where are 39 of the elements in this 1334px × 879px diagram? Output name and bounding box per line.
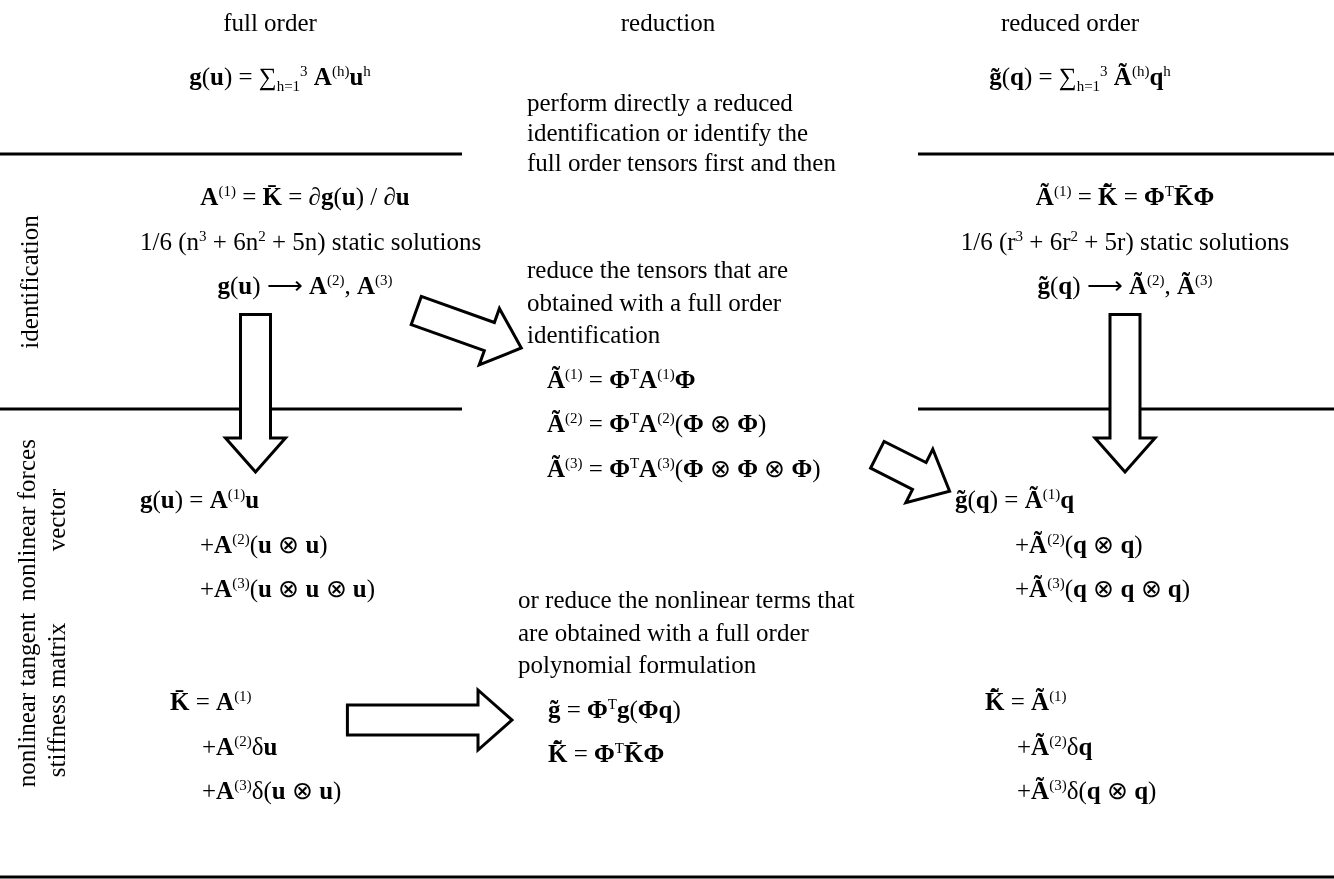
formula: +Ã$^{(3)}$δ(q ⊗ q)	[1017, 775, 1157, 807]
description-text: reduce the tensors that are obtained with a full order identification	[527, 255, 789, 350]
row-label: nonlinear tangent stiffness matrix	[12, 611, 71, 790]
row-label: identification	[15, 214, 44, 351]
formula: g̃ = Φ$^{T}$g(Φq)	[548, 694, 681, 726]
formula: Ã$^{(1)}$ = Φ$^{T}$A$^{(1)}$Φ	[547, 364, 696, 395]
formula: g(u) = ∑$_{h=1}$$^{3}$ A$^{(h)}$u$^{h}$	[188, 62, 372, 96]
formula: +A$^{(3)}$(u ⊗ u ⊗ u)	[200, 573, 376, 604]
formula: K̄ = A$^{(1)}$	[170, 686, 252, 717]
formula: K̄̃ = Ã$^{(1)}$	[985, 686, 1067, 717]
row-label: nonlinear forces vector	[12, 438, 71, 603]
formula: K̄̃ = Φ$^{T}$K̄Φ	[548, 738, 665, 769]
formula: +Ã$^{(2)}$δq	[1017, 731, 1093, 762]
block-arrow	[222, 313, 289, 475]
block-arrow	[345, 686, 515, 754]
formula: +A$^{(2)}$(u ⊗ u)	[200, 529, 328, 561]
formula: 1/6 (r$^{3}$ + 6r$^{2}$ + 5r) static solutions	[960, 226, 1290, 258]
formula: g(u) = A$^{(1)}$u	[140, 484, 260, 516]
formula: g̃(q) = Ã$^{(1)}$q	[955, 484, 1075, 516]
block-arrow	[1091, 313, 1159, 475]
formula: A$^{(1)}$ = K̄ = ∂g(u) / ∂u	[200, 181, 410, 213]
formula: +Ã$^{(2)}$(q ⊗ q)	[1015, 529, 1143, 561]
formula: g(u) ⟶ A$^{(2)}$, A$^{(3)}$	[217, 270, 393, 302]
formula: Ã$^{(3)}$ = Φ$^{T}$A$^{(3)}$(Φ ⊗ Φ ⊗ Φ)	[547, 453, 821, 485]
description-text: perform directly a reduced identification or identify the full order tensors first and then	[527, 88, 837, 178]
formula: +Ã$^{(3)}$(q ⊗ q ⊗ q)	[1015, 573, 1191, 604]
column-header: reduced order	[999, 8, 1141, 38]
formula: Ã$^{(1)}$ = K̄̃ = Φ$^{T}$K̄Φ	[1035, 181, 1215, 212]
formula: g̃(q) ⟶ Ã$^{(2)}$, Ã$^{(3)}$	[1037, 270, 1213, 302]
column-header: reduction	[619, 8, 717, 38]
description-text: or reduce the nonlinear terms that are obtained with a full order polynomial formulation	[518, 585, 856, 680]
formula: +A$^{(3)}$δ(u ⊗ u)	[202, 775, 342, 807]
column-header: full order	[222, 8, 318, 38]
formula: Ã$^{(2)}$ = Φ$^{T}$A$^{(2)}$(Φ ⊗ Φ)	[547, 408, 767, 439]
formula: +A$^{(2)}$δu	[202, 731, 278, 762]
formula: g̃(q) = ∑$_{h=1}$$^{3}$ Ã$^{(h)}$q$^{h}$	[988, 62, 1172, 96]
formula: 1/6 (n$^{3}$ + 6n$^{2}$ + 5n) static solutions	[140, 226, 482, 258]
block-arrow	[409, 294, 524, 368]
block-arrow	[868, 439, 952, 506]
